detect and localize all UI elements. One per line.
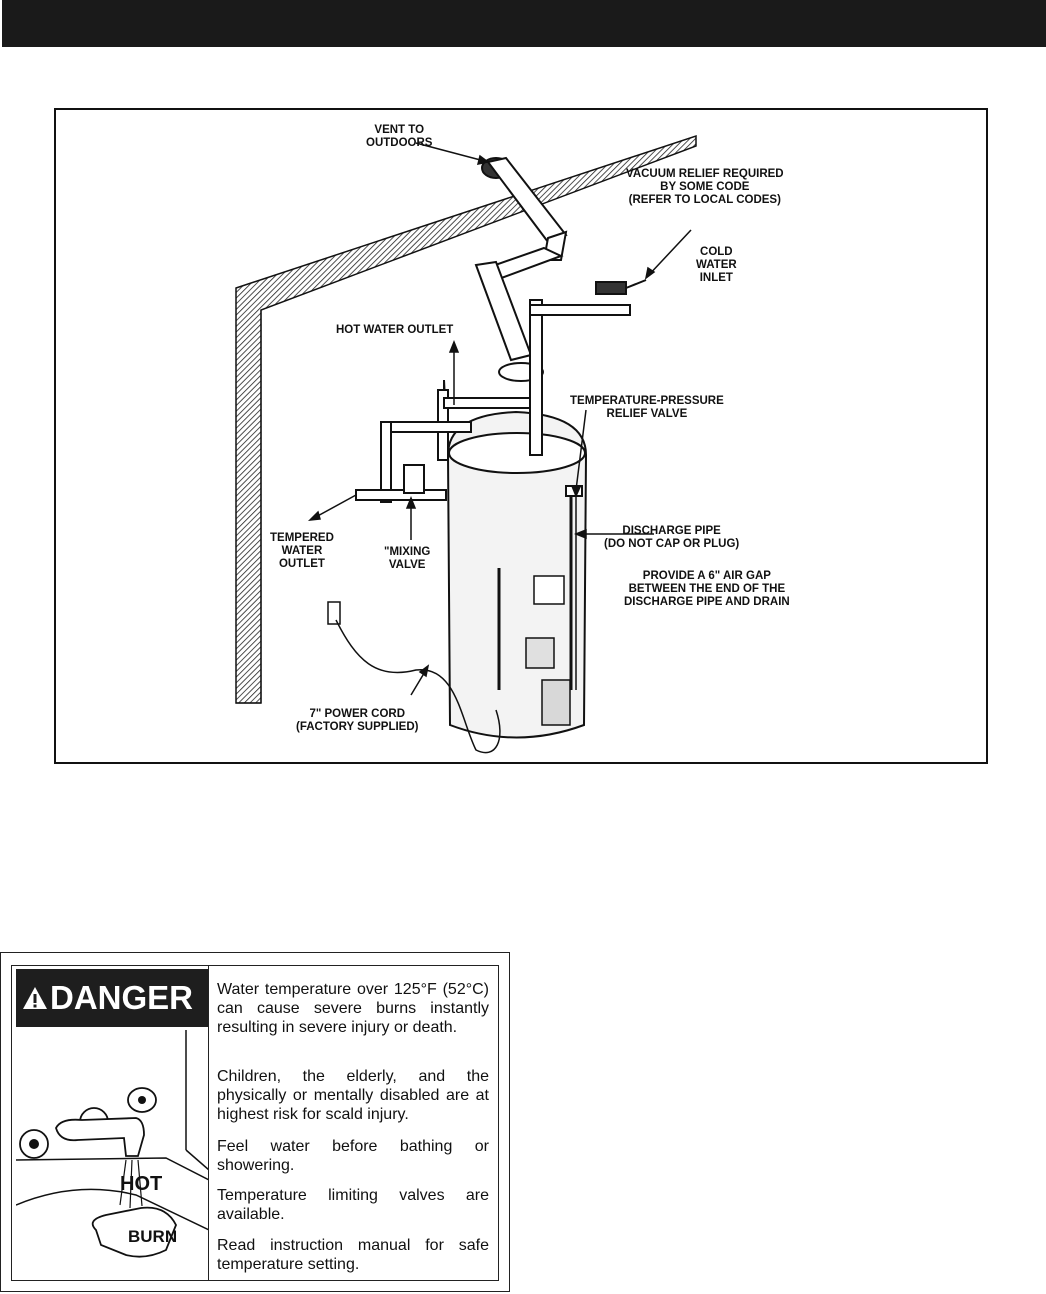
- danger-divider: [208, 966, 209, 1280]
- hot-text: HOT: [120, 1173, 162, 1195]
- label-discharge-pipe: DISCHARGE PIPE(DO NOT CAP OR PLUG): [604, 525, 740, 550]
- wall: [235, 134, 697, 704]
- danger-heading: DANGER: [16, 969, 209, 1027]
- vent-pipe: [474, 156, 568, 382]
- label-power-cord: 7" POWER CORD(FACTORY SUPPLIED): [296, 708, 419, 733]
- warning-triangle-icon: [23, 987, 47, 1009]
- danger-text-5: Read instruction manual for safe tempera…: [217, 1237, 489, 1273]
- danger-label: DANGER HOT BURN Water temperature over 1…: [0, 952, 510, 1292]
- scald-hand-icon: HOT BURN: [16, 1030, 209, 1258]
- water-heater: [446, 410, 588, 739]
- danger-text-4: Temperature limiting valves are availabl…: [217, 1187, 489, 1223]
- header-bar: [2, 0, 1046, 47]
- danger-text-3: Feel water before bathing or showering.: [217, 1138, 489, 1174]
- callout-arrows: [307, 142, 692, 696]
- danger-heading-text: DANGER: [50, 979, 194, 1016]
- danger-text-2: Children, the elderly, and the physicall…: [217, 1068, 489, 1123]
- power-cord: [327, 601, 501, 754]
- diagram-drawing: [235, 134, 697, 754]
- label-hot-water-outlet: HOT WATER OUTLET: [336, 324, 454, 336]
- danger-text-1: Water temperature over 125°F (52°C) can …: [217, 981, 489, 1036]
- water-piping: [355, 279, 647, 690]
- burn-text: BURN: [128, 1227, 177, 1246]
- danger-label-inner: DANGER HOT BURN Water temperature over 1…: [11, 965, 499, 1281]
